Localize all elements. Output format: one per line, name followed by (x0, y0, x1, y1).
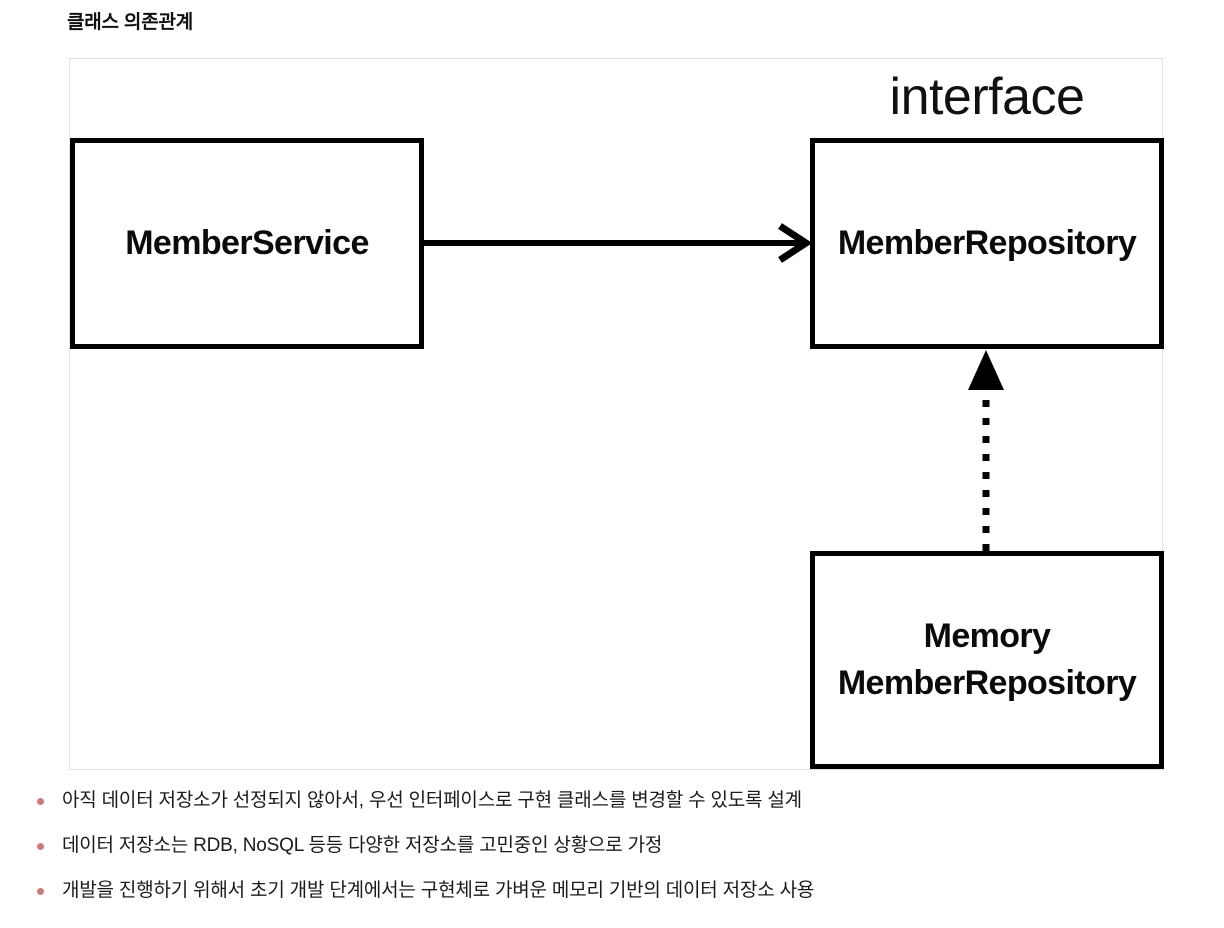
bullet-icon (37, 797, 44, 805)
uml-node-member-repository-label: MemberRepository (837, 224, 1137, 262)
bullet-icon (37, 842, 44, 850)
list-item: 개발을 진행하기 위해서 초기 개발 단계에서는 구현체로 가벼운 메모리 기반… (0, 868, 1224, 913)
notes-list: 아직 데이터 저장소가 선정되지 않아서, 우선 인터페이스로 구현 클래스를 … (0, 778, 1224, 913)
uml-node-memory-member-repository[interactable]: Memory MemberRepository (810, 551, 1164, 769)
list-item-text: 개발을 진행하기 위해서 초기 개발 단계에서는 구현체로 가벼운 메모리 기반… (62, 879, 815, 901)
list-item: 데이터 저장소는 RDB, NoSQL 등등 다양한 저장소를 고민중인 상황으… (0, 823, 1224, 868)
uml-node-member-service[interactable]: MemberService (70, 138, 424, 349)
uml-node-member-repository[interactable]: MemberRepository (810, 138, 1164, 349)
edge-association-arrow (423, 223, 813, 263)
edge-realization-arrow (968, 350, 1004, 551)
uml-node-memory-member-repository-label: Memory MemberRepository (837, 617, 1137, 702)
list-item: 아직 데이터 저장소가 선정되지 않아서, 우선 인터페이스로 구현 클래스를 … (0, 778, 1224, 823)
list-item-text: 아직 데이터 저장소가 선정되지 않아서, 우선 인터페이스로 구현 클래스를 … (62, 789, 802, 811)
page-title: 클래스 의존관계 (67, 12, 194, 33)
list-item-text: 데이터 저장소는 RDB, NoSQL 등등 다양한 저장소를 고민중인 상황으… (62, 834, 663, 856)
bullet-icon (37, 887, 44, 895)
uml-node-member-service-label: MemberService (125, 224, 369, 262)
interface-stereotype-label: interface (889, 68, 1085, 126)
